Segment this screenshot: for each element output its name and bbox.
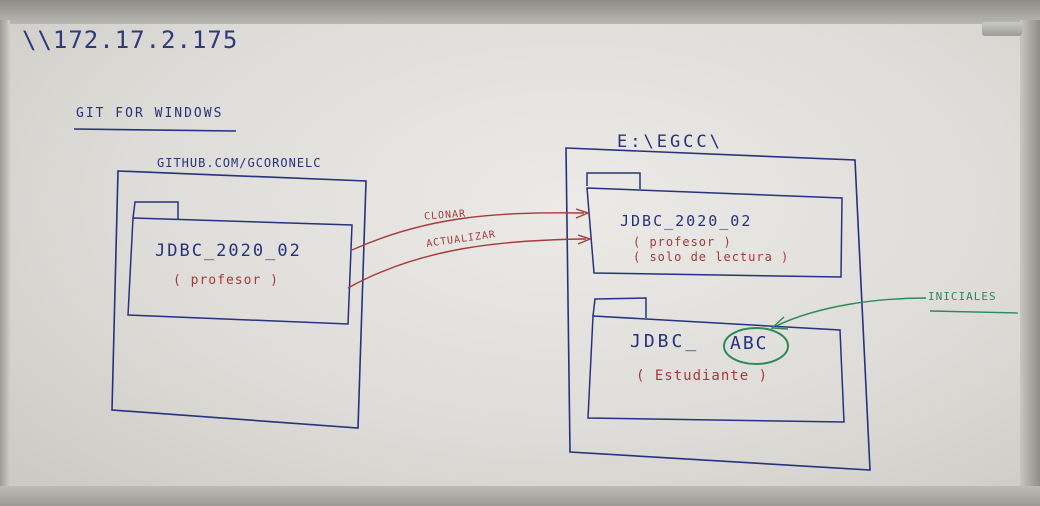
update-arrow-head [577,234,592,245]
student-folder-name-initials: ABC [730,333,769,354]
initials-arrow-head [770,316,789,330]
clone-arrow-head [575,208,590,219]
remote-folder-name: JDBC_2020_02 [155,241,302,261]
marker-pen [982,22,1022,36]
ip-address-text: \\172.17.2.175 [22,26,239,54]
local-prof-folder-name: JDBC_2020_02 [620,212,753,230]
local-prof-folder-note: ( profesor ) [633,235,732,249]
remote-repo-label: GITHUB.COM/GCORONELC [157,156,322,170]
whiteboard-frame-right [1020,20,1040,486]
initials-arrow-line [775,297,927,327]
initials-underline [929,310,1019,314]
whiteboard-frame-top [0,0,1040,24]
local-prof-folder-body [586,187,843,278]
update-arrow-line [347,238,587,289]
remote-folder-body [127,217,353,325]
local-drive-box [565,147,871,471]
local-prof-readonly-note: ( solo de lectura ) [633,250,790,264]
student-folder-name-prefix: JDBC_ [630,331,700,352]
local-student-folder-tab [592,297,647,318]
local-student-folder-body [587,315,845,423]
student-folder-note: ( Estudiante ) [636,368,769,384]
whiteboard-frame-left [0,20,10,486]
local-drive-label: E:\EGCC\ [617,132,723,152]
remote-repo-box [111,170,367,429]
whiteboard-frame-bottom [0,486,1040,506]
initials-label: INICIALES [928,290,997,303]
heading-text: GIT FOR WINDOWS [76,106,224,121]
local-prof-folder-tab [586,172,641,189]
abc-highlight-circle [723,327,789,365]
remote-folder-tab [132,201,179,219]
clone-arrow-line [351,212,585,251]
heading-underline [73,128,237,132]
remote-folder-note: ( profesor ) [173,273,279,288]
